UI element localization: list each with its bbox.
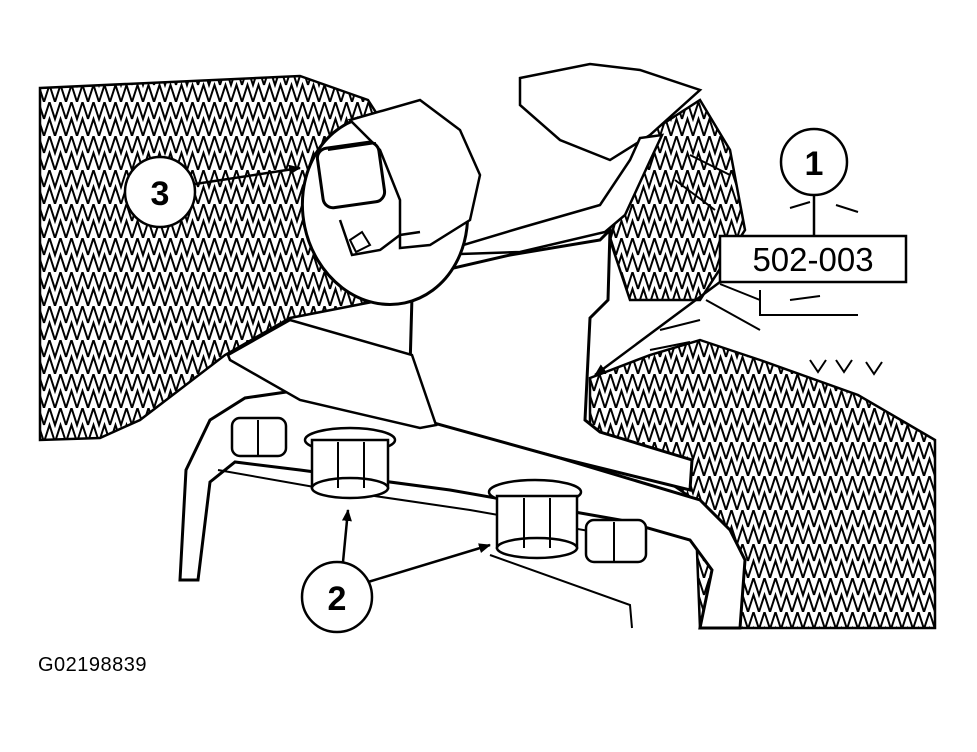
- callout-2: 2: [300, 509, 491, 634]
- pan-bolt-right: [487, 478, 583, 560]
- callout-3-number: 3: [151, 175, 170, 213]
- callout-1: 1 502-003: [594, 127, 908, 377]
- upper-housing: [518, 62, 703, 162]
- bracket-arm: [429, 133, 665, 257]
- callout-3: 3: [123, 155, 301, 229]
- callout-2-number: 2: [328, 580, 347, 618]
- figure-id: G02198839: [38, 654, 148, 676]
- pan-bolt-left: [303, 426, 397, 500]
- pan-bolt-background-right: [584, 518, 648, 564]
- tool-number-box: [718, 234, 908, 284]
- pan-bolt-background-left: [230, 416, 288, 458]
- bracket-flange: [226, 318, 438, 430]
- detail-marks: [649, 154, 883, 376]
- callout-1-number: 1: [805, 145, 824, 183]
- bracket-bolt: [300, 98, 482, 306]
- pan-lower-line: [489, 554, 633, 629]
- shield-bracket: [349, 226, 694, 492]
- tool-number-label: 502-003: [752, 241, 873, 278]
